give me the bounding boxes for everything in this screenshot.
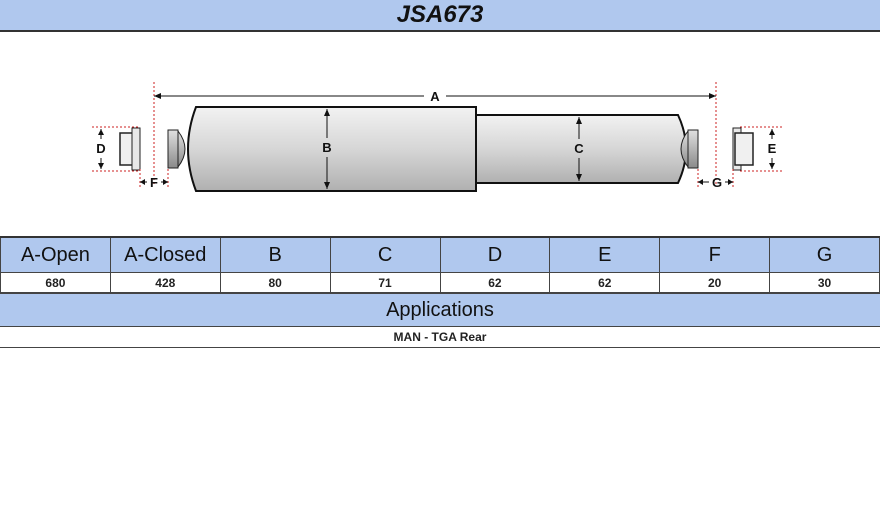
header-f: F (659, 236, 771, 273)
dimension-f: F (140, 175, 168, 190)
value-g: 30 (769, 272, 880, 293)
label-d: D (96, 141, 105, 156)
label-e: E (768, 141, 777, 156)
header-d: D (439, 236, 551, 273)
left-mount (119, 127, 186, 171)
dimension-a: A (154, 89, 716, 104)
header-g: G (769, 236, 880, 273)
outer-cylinder (187, 106, 477, 192)
shock-absorber-drawing: A B C D E (92, 82, 782, 192)
right-mount (680, 127, 754, 171)
value-c: 71 (329, 272, 441, 293)
value-a-open: 680 (0, 272, 111, 293)
shock-absorber-diagram: A B C D E (0, 34, 880, 234)
dimension-g: G (698, 175, 733, 190)
part-number-title: JSA673 (396, 1, 484, 28)
value-b: 80 (219, 272, 331, 293)
label-c: C (574, 141, 584, 156)
application-item: MAN - TGA Rear (0, 327, 880, 348)
label-g: G (712, 175, 722, 190)
header-c: C (329, 236, 441, 273)
dimensions-table: A-Open A-Closed B C D E F G 680 428 80 7… (0, 236, 880, 293)
dimensions-value-row: 680 428 80 71 62 62 20 30 (0, 272, 880, 293)
value-a-closed: 428 (109, 272, 221, 293)
header-b: B (219, 236, 331, 273)
dimensions-header-row: A-Open A-Closed B C D E F G (0, 236, 880, 273)
dimension-e: E (768, 129, 777, 169)
dimension-d: D (96, 129, 106, 169)
dimension-c: C (574, 117, 584, 181)
header-a-open: A-Open (0, 236, 111, 273)
value-d: 62 (439, 272, 551, 293)
extension-lines (92, 82, 782, 189)
title-bar: JSA673 (0, 0, 880, 32)
header-e: E (549, 236, 661, 273)
applications-header: Applications (0, 293, 880, 327)
value-f: 20 (659, 272, 771, 293)
label-f: F (150, 175, 158, 190)
label-a: A (430, 89, 440, 104)
value-e: 62 (549, 272, 661, 293)
label-b: B (322, 140, 331, 155)
dimension-b: B (322, 109, 332, 189)
header-a-closed: A-Closed (109, 236, 221, 273)
